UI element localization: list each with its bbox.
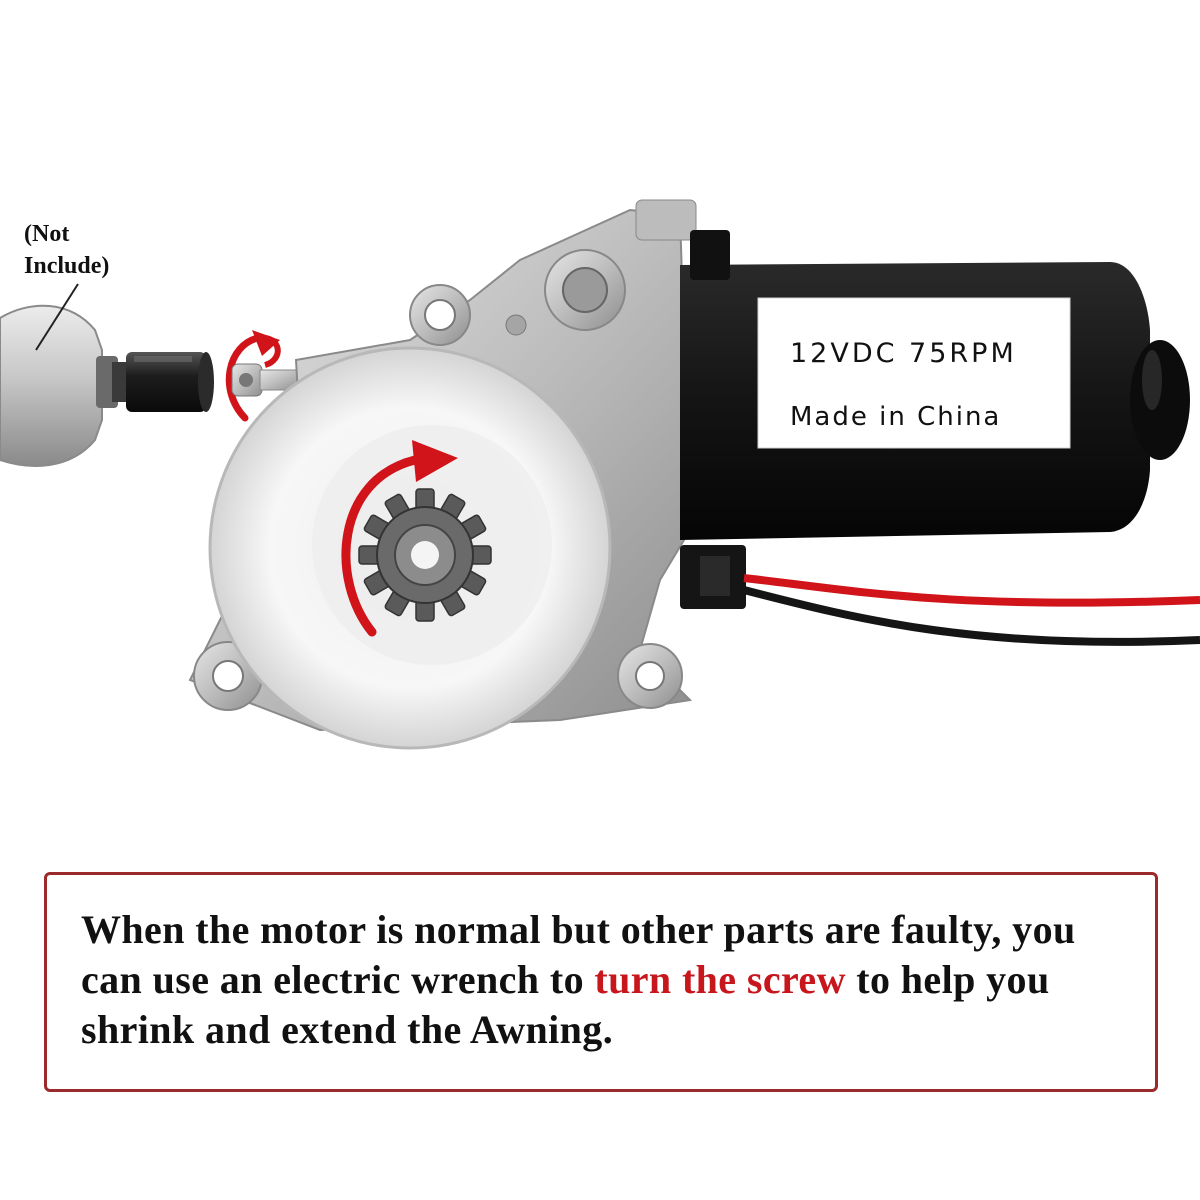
wires [742,574,1200,646]
callout-pointer [35,283,79,351]
info-highlight: turn the screw [594,957,846,1002]
not-included-callout: (Not Include) [24,218,109,282]
motor-spec-label: 12VDC 75RPM [790,338,1017,369]
info-text: When the motor is normal but other parts… [81,905,1123,1055]
screw [231,363,301,397]
info-text-after: to help you shrink and extend the Awning… [81,957,1050,1052]
drill-socket [126,352,214,412]
info-box: When the motor is normal but other parts… [44,872,1158,1092]
wire-connector [680,545,746,609]
pinion-gear [358,488,492,622]
callout-line-2: Include) [24,253,110,279]
screw-rotation-arrow [225,330,281,422]
motor-origin-label: Made in China [790,402,1002,432]
motor-label-panel [757,297,1071,449]
info-text-before: When the motor is normal but other parts… [81,907,1076,1002]
gear-rotation-arrow [341,440,458,637]
callout-line-1: (Not [24,221,70,247]
electric-wrench [0,304,128,467]
